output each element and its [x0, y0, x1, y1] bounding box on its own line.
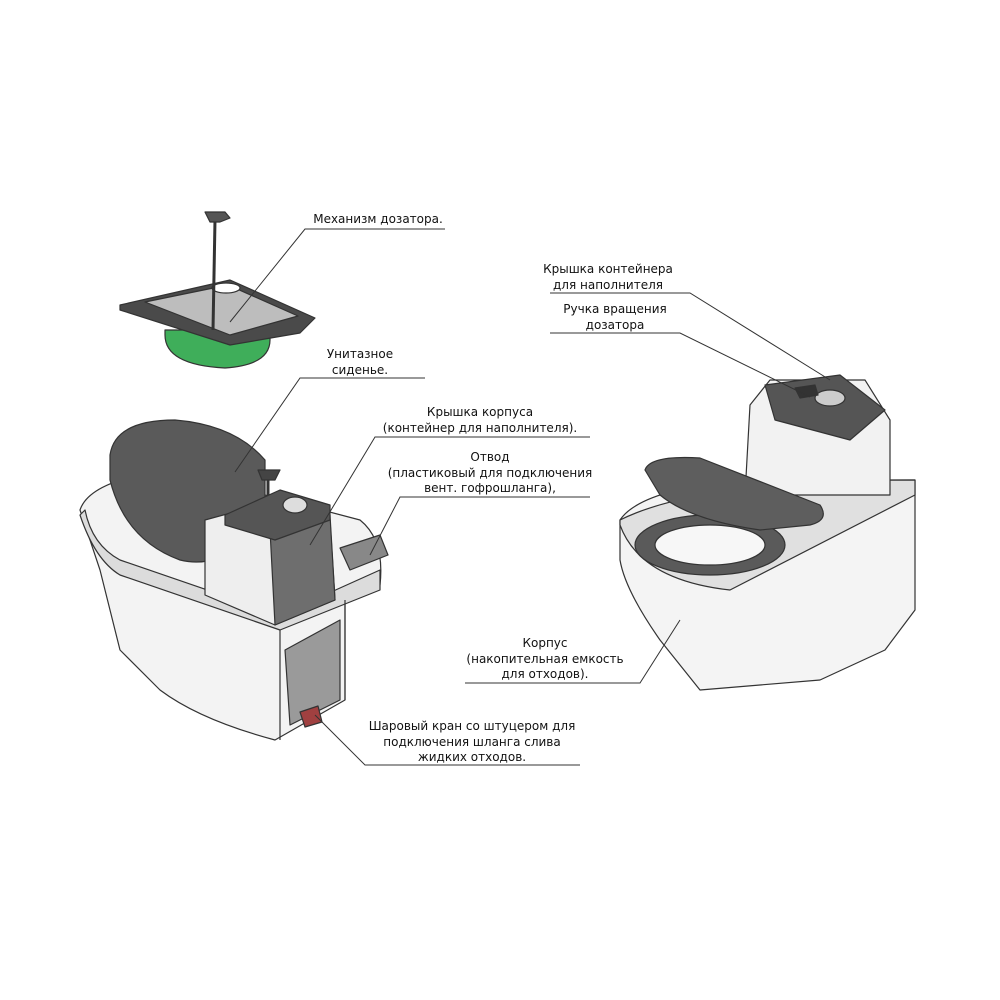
label-dispenser-handle: Ручка вращения дозатора: [563, 302, 667, 332]
left-toilet-drawing: [79, 419, 389, 741]
label-body: Корпус (накопительная емкость для отходо…: [466, 636, 624, 681]
label-vent-outlet: Отвод (пластиковый для подключения вент.…: [387, 450, 593, 495]
leader-lines: [229, 228, 831, 766]
label-toilet-seat: Унитазное сиденье.: [326, 347, 394, 377]
label-dispenser-mechanism: Механизм дозатора.: [313, 212, 443, 226]
label-ball-valve: Шаровый кран со штуцером для подключения…: [368, 719, 576, 764]
right-toilet-drawing: [619, 374, 916, 691]
dispenser-mechanism-drawing: [119, 211, 316, 369]
label-container-lid: Крышка контейнера для наполнителя: [543, 262, 673, 292]
label-body-lid: Крышка корпуса (контейнер для наполнител…: [382, 405, 578, 435]
